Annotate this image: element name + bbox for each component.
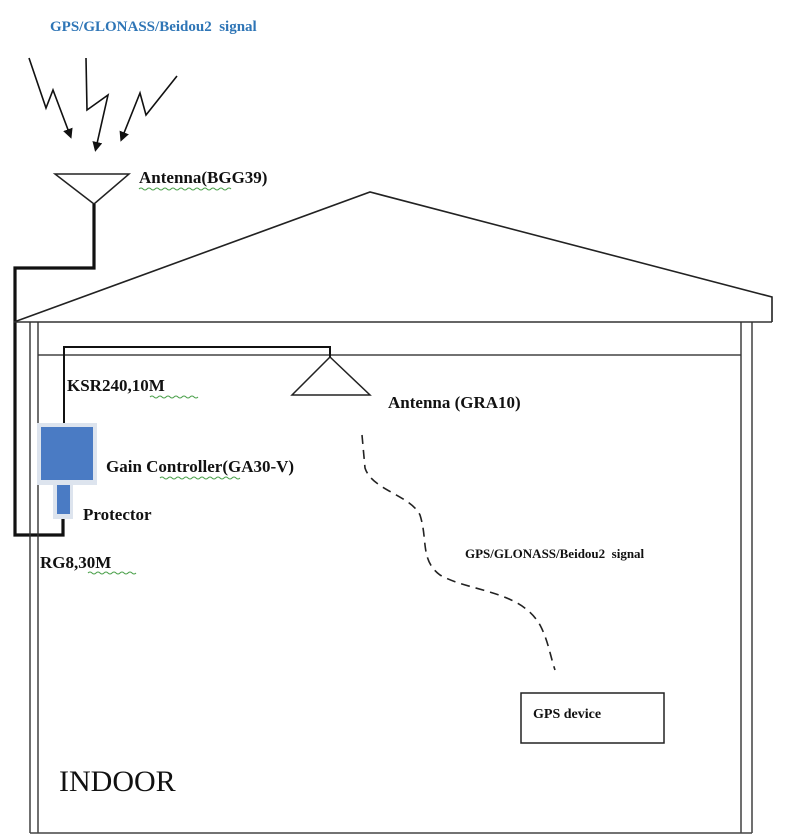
indoor-signal-label: GPS/GLONASS/Beidou2 signal: [465, 546, 645, 561]
gps-device-label: GPS device: [533, 707, 601, 722]
indoor-antenna-label: Antenna (GRA10): [388, 393, 521, 412]
indoor-cable-label: KSR240,10M: [67, 376, 165, 395]
signal-arrow-3: [119, 75, 178, 142]
signal-arrows: [28, 57, 178, 152]
protector-label: Protector: [83, 505, 152, 524]
gain-controller-icon: [41, 427, 93, 480]
indoor-label: INDOOR: [59, 765, 176, 798]
indoor-signal-path: [361, 434, 556, 671]
indoor-cable: [63, 346, 331, 425]
signal-arrow-2: [85, 57, 110, 152]
outdoor-cable: [13, 204, 96, 537]
signal-arrow-1: [28, 57, 73, 139]
gps-device-box: [520, 692, 665, 744]
outdoor-antenna-label: Antenna(BGG39): [139, 168, 267, 187]
satellite-signal-title: GPS/GLONASS/Beidou2 signal: [50, 19, 257, 35]
indoor-antenna-icon: [290, 355, 372, 396]
house-roof: [13, 191, 773, 323]
outdoor-antenna-icon: [52, 173, 132, 205]
outdoor-cable-label: RG8,30M: [40, 553, 111, 572]
protector-icon: [57, 485, 70, 514]
gain-controller-label: Gain Controller(GA30-V): [106, 457, 294, 476]
